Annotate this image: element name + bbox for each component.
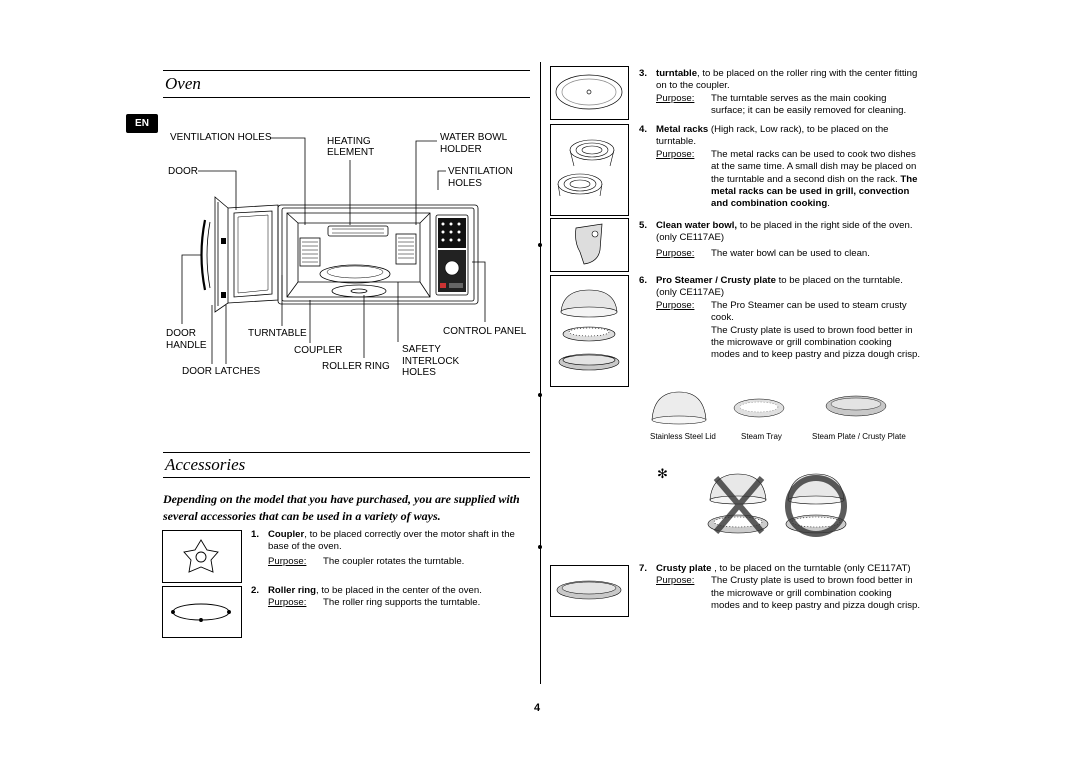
accessory-item-1: 1. Coupler, to be placed correctly over … bbox=[251, 529, 526, 568]
accessories-top-rule bbox=[163, 452, 530, 453]
item-3-number: 3. bbox=[639, 68, 648, 79]
item-2-purpose: The roller ring supports the turntable. bbox=[323, 597, 481, 609]
language-tab: EN bbox=[126, 114, 158, 133]
label-interlock: INTERLOCK bbox=[402, 356, 460, 367]
caption-stainless-steel-lid: Stainless Steel Lid bbox=[650, 432, 716, 441]
item-4-purpose-bold: The metal racks can be used in grill, co… bbox=[711, 173, 918, 210]
accessory-item-2: 2. Roller ring, to be placed in the cent… bbox=[251, 585, 526, 610]
label-control-panel: CONTROL PANEL bbox=[443, 326, 527, 337]
item-4-name: Metal racks bbox=[656, 124, 709, 135]
item-6-purpose: The Pro Steamer can be used to steam cru… bbox=[711, 299, 907, 324]
item-2-desc: , to be placed in the center of the oven… bbox=[315, 585, 482, 596]
roller-ring-icon bbox=[171, 603, 231, 622]
label-door-handle-2: HANDLE bbox=[166, 340, 207, 351]
caption-steam-tray: Steam Tray bbox=[741, 432, 782, 441]
item-4-purpose: The metal racks can be used to cook two … bbox=[711, 148, 917, 185]
label-roller-ring: ROLLER RING bbox=[322, 361, 390, 372]
label-holder: HOLDER bbox=[440, 144, 482, 155]
item-4-purpose-label: Purpose: bbox=[656, 148, 695, 160]
item-1-name: Coupler bbox=[268, 529, 305, 540]
accessories-intro: Depending on the model that you have pur… bbox=[163, 492, 520, 523]
oven-top-rule bbox=[163, 70, 530, 71]
item-4-desc: (High rack, Low rack), to be placed on t… bbox=[656, 124, 889, 148]
item-3-purpose: The turntable serves as the main cooking… bbox=[711, 92, 907, 117]
item-7-name: Crusty plate bbox=[656, 563, 712, 574]
item-6-number: 6. bbox=[639, 275, 648, 286]
item-5-desc: to be placed in the right side of the ov… bbox=[656, 220, 913, 244]
item-6-name: Pro Steamer / Crusty plate bbox=[656, 275, 776, 286]
stainless-steel-lid-icon bbox=[651, 391, 707, 425]
steam-tray-icon bbox=[733, 398, 785, 418]
label-turntable: TURNTABLE bbox=[248, 328, 307, 339]
water-bowl-icon bbox=[575, 223, 603, 265]
item-7-purpose-label: Purpose: bbox=[656, 575, 695, 587]
divider-dot bbox=[538, 545, 542, 549]
column-divider bbox=[540, 62, 541, 684]
accessories-title-underline bbox=[163, 477, 530, 478]
item-5-name: Clean water bowl, bbox=[656, 220, 738, 231]
caption-steam-plate: Steam Plate / Crusty Plate bbox=[812, 432, 906, 441]
item-1-purpose: The coupler rotates the turntable. bbox=[323, 555, 465, 567]
accessory-item-5: 5. Clean water bowl, to be placed in the… bbox=[639, 220, 921, 260]
label-interlock-holes: HOLES bbox=[402, 367, 436, 378]
accessory-item-7: 7. Crusty plate , to be placed on the tu… bbox=[639, 563, 921, 613]
accessories-title: Accessories bbox=[165, 455, 246, 474]
label-door: DOOR bbox=[168, 166, 198, 177]
page-number: 4 bbox=[534, 702, 541, 714]
item-1-desc: , to be placed correctly over the motor … bbox=[268, 529, 515, 553]
label-door-latches: DOOR LATCHES bbox=[182, 366, 261, 377]
label-ventilation-holes-top: VENTILATION HOLES bbox=[170, 132, 272, 143]
item-7-purpose: The Crusty plate is used to brown food b… bbox=[711, 575, 921, 612]
metal-racks-image-box bbox=[550, 124, 629, 216]
item-5-number: 5. bbox=[639, 220, 648, 231]
label-safety: SAFETY bbox=[402, 344, 441, 355]
label-ventilation: VENTILATION bbox=[448, 166, 513, 177]
turntable-icon bbox=[555, 74, 623, 110]
coupler-image-box bbox=[162, 530, 242, 583]
item-2-name: Roller ring bbox=[268, 585, 316, 596]
oven-title-underline bbox=[163, 97, 530, 98]
crusty-plate-icon bbox=[556, 580, 622, 600]
pro-steamer-icon bbox=[558, 289, 620, 371]
steamer-assembly-illustration bbox=[707, 473, 847, 537]
divider-dot bbox=[538, 393, 542, 397]
item-7-number: 7. bbox=[639, 563, 648, 574]
label-element: ELEMENT bbox=[327, 147, 375, 158]
label-water-bowl: WATER BOWL bbox=[440, 132, 508, 143]
item-2-number: 2. bbox=[251, 585, 260, 596]
item-3-name: turntable bbox=[656, 68, 698, 79]
coupler-icon bbox=[183, 539, 219, 573]
metal-racks-icon bbox=[557, 139, 615, 197]
item-1-number: 1. bbox=[251, 529, 260, 540]
item-1-purpose-label: Purpose: bbox=[268, 555, 307, 567]
item-5-purpose: The water bowl can be used to clean. bbox=[711, 247, 870, 259]
note-symbol: ✻ bbox=[657, 466, 668, 481]
item-5-purpose-label: Purpose: bbox=[656, 247, 695, 259]
accessory-item-4: 4. Metal racks (High rack, Low rack), to… bbox=[639, 124, 918, 210]
accessory-item-3: 3. turntable, to be placed on the roller… bbox=[639, 68, 921, 118]
item-3-purpose-label: Purpose: bbox=[656, 92, 695, 104]
item-2-purpose-label: Purpose: bbox=[268, 597, 307, 609]
item-3-desc: , to be placed on the roller ring with t… bbox=[656, 68, 918, 92]
label-coupler: COUPLER bbox=[294, 345, 343, 356]
label-door-handle-1: DOOR bbox=[166, 328, 196, 339]
steam-plate-icon bbox=[825, 395, 887, 417]
oven-title: Oven bbox=[165, 74, 201, 93]
item-6-desc: to be placed on the turntable. (only CE1… bbox=[656, 275, 903, 299]
item-6-purpose-2: The Crusty plate is used to brown food b… bbox=[711, 324, 921, 361]
item-6-purpose-label: Purpose: bbox=[656, 299, 695, 311]
accessory-item-6: 6. Pro Steamer / Crusty plate to be plac… bbox=[639, 275, 921, 362]
label-holes: HOLES bbox=[448, 178, 482, 189]
item-7-desc: , to be placed on the turntable (only CE… bbox=[711, 563, 911, 574]
divider-dot bbox=[538, 243, 542, 247]
item-4-number: 4. bbox=[639, 124, 648, 135]
label-heating: HEATING bbox=[327, 136, 371, 147]
